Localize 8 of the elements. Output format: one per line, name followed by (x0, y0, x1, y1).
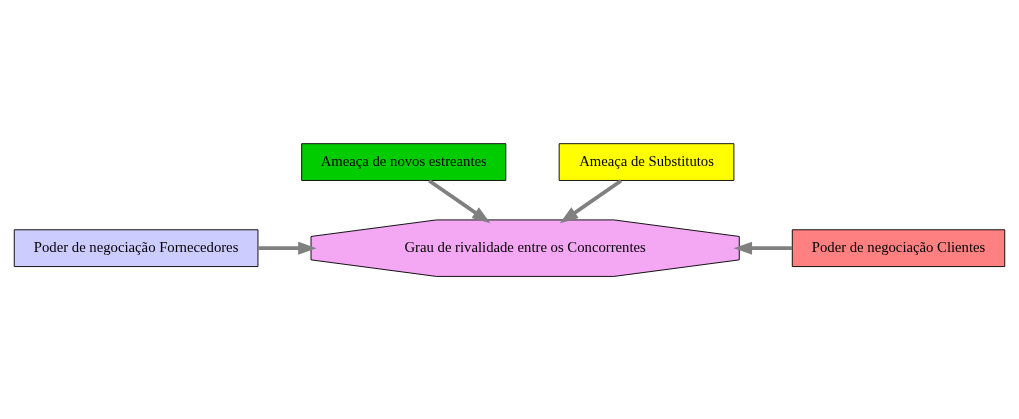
node-box: Poder de negociação Fornecedores (13, 228, 259, 267)
arrow (559, 178, 623, 223)
arrow (258, 241, 317, 255)
arrow (733, 241, 793, 255)
node-box: Ameaça de Substitutos (558, 142, 735, 181)
node-box: Poder de negociação Clientes (791, 228, 1006, 267)
node-box: Ameaça de novos estreantes (301, 142, 507, 181)
arrow (428, 178, 491, 223)
